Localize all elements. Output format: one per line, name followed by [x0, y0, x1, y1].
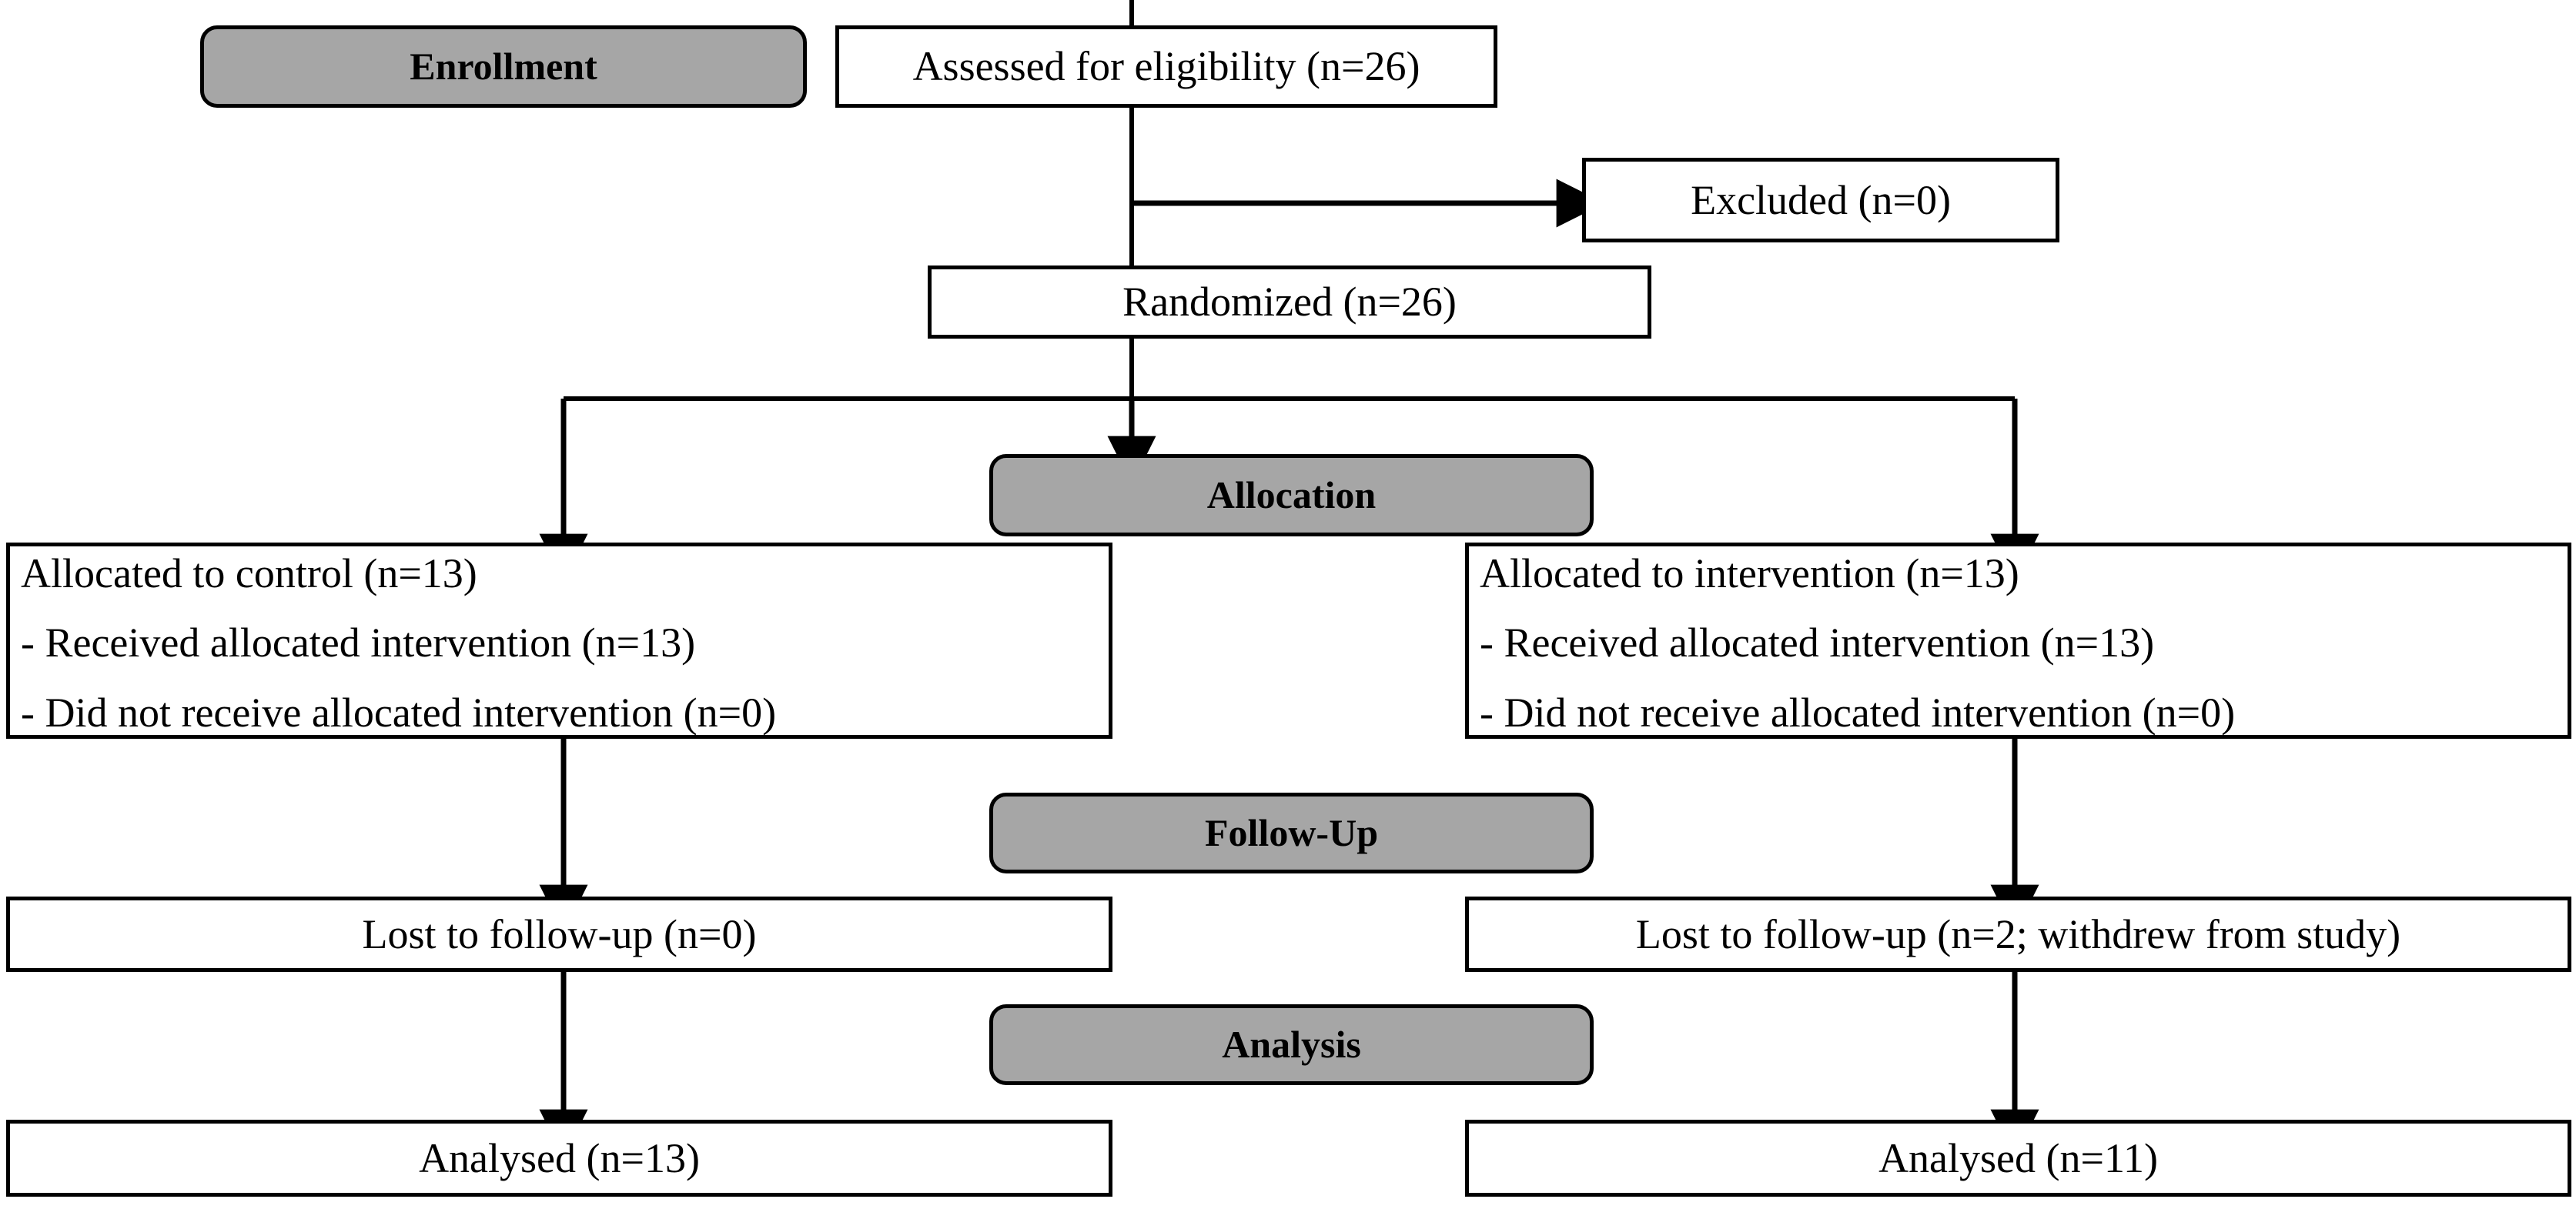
node-follow-up-intervention: Lost to follow-up (n=2; withdrew from st…: [1465, 897, 2571, 972]
allocation-intervention-line-1: Allocated to intervention (n=13): [1480, 549, 2019, 596]
band-enrollment: Enrollment: [200, 25, 807, 108]
allocation-control-line-2: - Received allocated intervention (n=13): [21, 620, 696, 666]
node-assessed-label: Assessed for eligibility (n=26): [912, 43, 1420, 90]
band-follow-up: Follow-Up: [989, 793, 1594, 873]
node-allocation-control: Allocated to control (n=13) - Received a…: [6, 543, 1112, 739]
node-analysis-intervention: Analysed (n=11): [1465, 1120, 2571, 1197]
follow-up-control-label: Lost to follow-up (n=0): [362, 910, 757, 957]
node-randomized: Randomized (n=26): [928, 266, 1651, 339]
band-analysis: Analysis: [989, 1004, 1594, 1085]
allocation-intervention-lines: Allocated to intervention (n=13) - Recei…: [1469, 538, 2568, 743]
follow-up-intervention-label: Lost to follow-up (n=2; withdrew from st…: [1635, 910, 2401, 957]
allocation-intervention-line-3: - Did not receive allocated intervention…: [1480, 689, 2236, 736]
node-excluded-label: Excluded (n=0): [1691, 176, 1951, 223]
band-analysis-label: Analysis: [1222, 1023, 1361, 1066]
node-follow-up-control: Lost to follow-up (n=0): [6, 897, 1112, 972]
band-allocation: Allocation: [989, 454, 1594, 536]
node-assessed-for-eligibility: Assessed for eligibility (n=26): [835, 25, 1497, 108]
node-analysis-control: Analysed (n=13): [6, 1120, 1112, 1197]
node-allocation-intervention: Allocated to intervention (n=13) - Recei…: [1465, 543, 2571, 739]
band-follow-up-label: Follow-Up: [1205, 811, 1378, 854]
allocation-intervention-line-2: - Received allocated intervention (n=13): [1480, 620, 2155, 666]
allocation-control-line-3: - Did not receive allocated intervention…: [21, 689, 777, 736]
analysis-intervention-label: Analysed (n=11): [1878, 1134, 2158, 1181]
allocation-control-line-1: Allocated to control (n=13): [21, 549, 477, 596]
band-enrollment-label: Enrollment: [410, 45, 597, 88]
band-allocation-label: Allocation: [1206, 473, 1377, 516]
node-excluded: Excluded (n=0): [1582, 158, 2059, 242]
allocation-control-lines: Allocated to control (n=13) - Received a…: [10, 538, 1109, 743]
analysis-control-label: Analysed (n=13): [419, 1134, 700, 1181]
node-randomized-label: Randomized (n=26): [1122, 279, 1457, 326]
